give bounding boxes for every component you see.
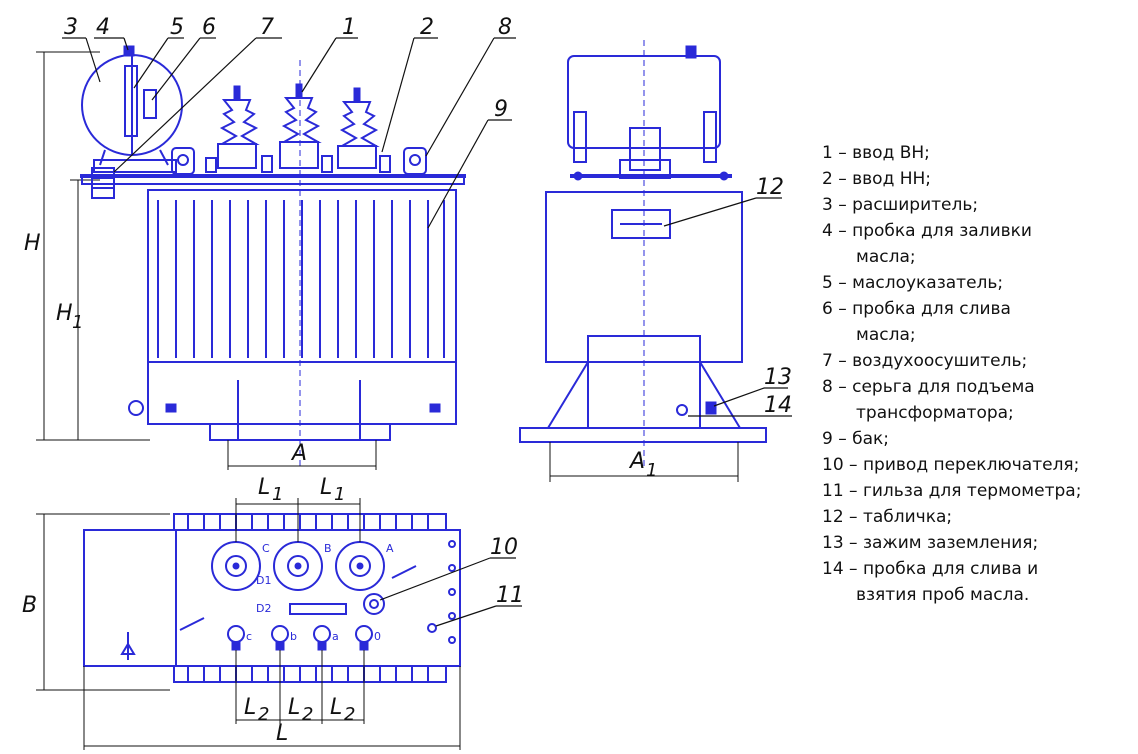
dim-l2-a: L [244, 695, 256, 720]
dim-a-label: A [290, 441, 307, 466]
callout-6: 6 [202, 15, 216, 40]
thermometer-sleeve [427, 623, 437, 633]
callout-14: 14 [764, 393, 792, 418]
phase-mark-lv-0: 0 [374, 630, 381, 643]
callout-11: 11 [496, 583, 524, 608]
callout-3: 3 [64, 15, 78, 40]
callouts: 3 4 5 6 7 1 2 8 9 12 13 14 10 [62, 15, 792, 627]
lv-bushings [205, 155, 391, 173]
legend-item-continuation: трансформатора; [856, 403, 1014, 423]
phase-mark-lv-b: b [290, 630, 297, 643]
callout-7: 7 [260, 15, 274, 40]
phase-mark-c: C [262, 542, 270, 555]
dim-l1-right-sub: 1 [334, 484, 345, 505]
radiator-fins [157, 200, 445, 358]
legend-item: 11 – гильза для термометра; [822, 481, 1082, 501]
callout-1: 1 [342, 15, 356, 40]
legend-item: 12 – табличка; [822, 507, 953, 527]
mark-d2: D2 [256, 602, 271, 615]
side-view: A 1 [519, 40, 767, 482]
ground-clamp-front [128, 400, 144, 416]
legend-item: 7 – воздухоосушитель; [822, 351, 1028, 371]
legend-item: 5 – маслоуказатель; [822, 273, 1004, 293]
legend-item: 2 – ввод НН; [822, 169, 932, 189]
top-conservator [83, 529, 177, 667]
dim-l2-a-sub: 2 [258, 704, 269, 725]
dim-l2-b: L [288, 695, 300, 720]
dim-l1-right: L [320, 475, 332, 500]
callout-8: 8 [498, 15, 512, 40]
callout-2: 2 [420, 15, 434, 40]
legend-item: 13 – зажим заземления; [822, 533, 1039, 553]
legend-item: 3 – расширитель; [822, 195, 979, 215]
callout-13: 13 [764, 365, 792, 390]
dim-a1-label: A [628, 449, 645, 474]
top-lv-bushings [227, 625, 373, 651]
front-view: H H 1 [24, 45, 466, 470]
legend-item: 10 – привод переключателя; [822, 455, 1080, 475]
dim-l1-left: L [258, 475, 270, 500]
dim-h1-sub: 1 [72, 312, 83, 333]
lifting-lug-left [171, 147, 195, 175]
dim-l2-c-sub: 2 [344, 704, 355, 725]
ground-clamp-side [705, 401, 717, 415]
phase-mark-lv-c: c [246, 630, 252, 643]
mark-d1: D1 [256, 574, 271, 587]
legend-item: 1 – ввод ВН; [822, 143, 930, 163]
lifting-lug-right [403, 147, 427, 175]
callout-10: 10 [490, 535, 518, 560]
dim-l-label: L [276, 721, 288, 746]
tank-base [147, 361, 457, 425]
hv-bushings [217, 83, 380, 169]
dim-l2-b-sub: 2 [302, 704, 313, 725]
drain-plug-side [676, 404, 688, 416]
top-hv-bushings [211, 541, 385, 591]
legend-item: 8 – серьга для подъема [822, 377, 1035, 397]
dim-l1-left-sub: 1 [272, 484, 283, 505]
conservator [81, 45, 183, 173]
top-fins [173, 513, 447, 683]
dim-l2-c: L [330, 695, 342, 720]
legend-item: 4 – пробка для заливки [822, 221, 1032, 241]
dim-h1-label: H [56, 301, 73, 326]
legend-item: 14 – пробка для слива и [822, 559, 1039, 579]
phase-mark-lv-a: a [332, 630, 339, 643]
legend-item-continuation: масла; [856, 325, 916, 345]
tap-changer-drive [363, 593, 385, 615]
legend-item-continuation: взятия проб масла. [856, 585, 1030, 605]
callout-4: 4 [96, 15, 110, 40]
callout-12: 12 [756, 175, 784, 200]
dim-h-label: H [24, 231, 41, 256]
callout-5: 5 [170, 15, 184, 40]
legend-item-continuation: масла; [856, 247, 916, 267]
dim-a1-sub: 1 [646, 460, 657, 481]
dim-b-label: B [22, 593, 37, 618]
phase-mark-b: B [324, 542, 332, 555]
parts-legend: 1 – ввод ВН; 2 – ввод НН; 3 – расширитель;… [822, 140, 1132, 608]
callout-9: 9 [494, 97, 508, 122]
legend-item: 6 – пробка для слива [822, 299, 1011, 319]
top-view: B C [22, 475, 461, 750]
phase-mark-a: A [386, 542, 394, 555]
legend-item: 9 – бак; [822, 429, 890, 449]
